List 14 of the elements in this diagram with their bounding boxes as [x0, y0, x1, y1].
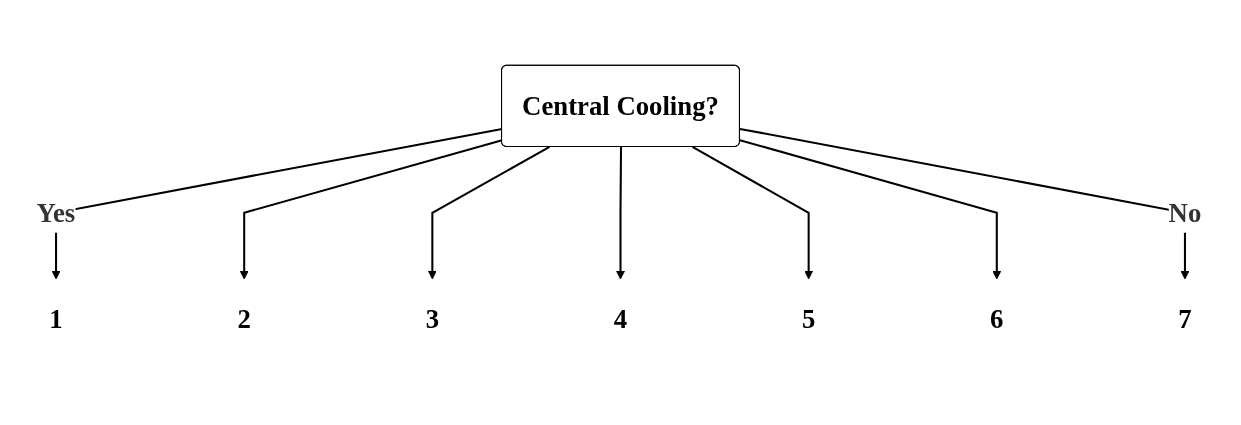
- node-text: 3: [425, 304, 440, 335]
- node-text: 2: [237, 304, 251, 335]
- arrow: [739, 127, 1190, 280]
- arrow: [427, 145, 551, 280]
- node-text: 4: [613, 304, 628, 335]
- edge-label: Yes: [36, 197, 76, 228]
- node-text: 5: [801, 304, 816, 335]
- arrow: [691, 145, 814, 280]
- edge-label: No: [1168, 197, 1202, 228]
- node-text: 7: [1178, 304, 1192, 335]
- arrow: [616, 146, 625, 280]
- arrow: [739, 138, 1002, 280]
- node-text: 6: [990, 304, 1004, 335]
- node-text: 1: [49, 304, 63, 335]
